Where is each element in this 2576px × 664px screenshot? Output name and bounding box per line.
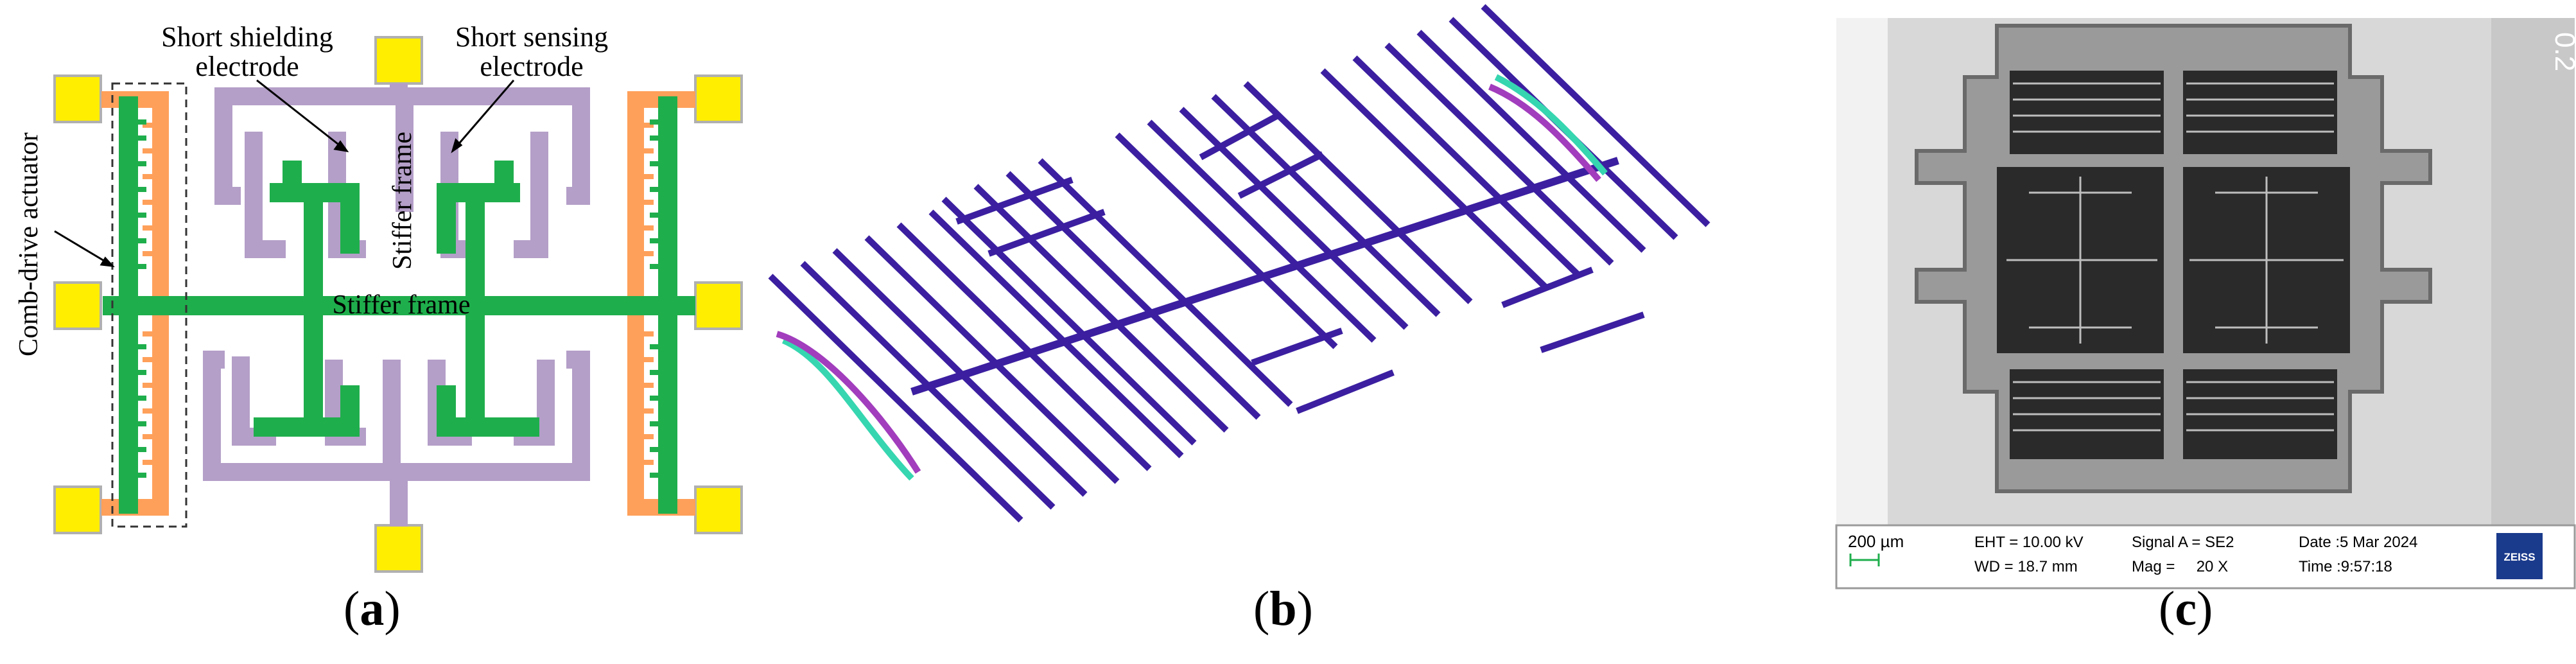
panel-b-mode-shape — [758, 0, 1823, 661]
anchor-pad-top-right — [694, 74, 743, 123]
caption-c: (c) — [2159, 582, 2213, 636]
anchor-pad-top-left — [53, 74, 102, 123]
panel-c-sem-image: 0.2 200 µm EHT = 10.00 kV WD = 18.7 mm S… — [1823, 0, 2576, 661]
anchor-pad-bottom-left — [53, 485, 102, 534]
schematic-drawing: Short shielding electrode Short sensing … — [14, 21, 743, 573]
sem-wd: WD = 18.7 mm — [1974, 558, 2078, 575]
sem-scale-bar — [1849, 554, 1880, 566]
anchor-pad-mid-left — [53, 281, 102, 330]
zeiss-logo-text: ZEISS — [2503, 551, 2535, 563]
anchor-pad-bottom-right — [694, 485, 743, 534]
label-stiffer-frame-vertical: Stiffer frame — [388, 132, 417, 270]
sem-info-bar: 200 µm EHT = 10.00 kV WD = 18.7 mm Signa… — [1835, 524, 2576, 590]
anchor-pads — [53, 36, 743, 573]
sem-eht: EHT = 10.00 kV — [1974, 534, 2084, 551]
sem-corner-text: 0.2 — [2549, 32, 2576, 71]
label-short-sensing-1: Short sensing — [455, 21, 608, 53]
sem-date: Date :5 Mar 2024 — [2299, 534, 2417, 551]
label-short-sensing-2: electrode — [480, 51, 583, 82]
sem-scale-label: 200 µm — [1848, 532, 1904, 551]
sem-time: Time :9:57:18 — [2299, 558, 2392, 575]
sem-mag: Mag = 20 X — [2132, 558, 2228, 575]
label-short-shielding-2: electrode — [195, 51, 299, 82]
actuator-fingers — [143, 123, 654, 465]
mode-shape-3d-render — [768, 4, 1710, 523]
panel-a-schematic: Short shielding electrode Short sensing … — [0, 0, 751, 661]
comb-drive-dashed-box — [111, 82, 187, 528]
label-comb-drive-actuator: Comb-drive actuator — [14, 132, 44, 356]
anchor-pad-top-center — [374, 36, 423, 85]
sem-micrograph: 0.2 200 µm EHT = 10.00 kV WD = 18.7 mm S… — [1835, 18, 2576, 590]
sem-signal: Signal A = SE2 — [2132, 534, 2234, 551]
zeiss-logo — [2496, 533, 2543, 579]
deformed-beams — [776, 74, 1608, 481]
label-stiffer-frame-horizontal: Stiffer frame — [333, 290, 471, 320]
caption-b: (b) — [1253, 582, 1313, 636]
annotation-arrows — [54, 79, 515, 267]
caption-c-letter: c — [2175, 582, 2197, 636]
beam-structure — [768, 4, 1710, 523]
label-short-shielding-1: Short shielding — [161, 21, 333, 53]
anchor-pad-bottom-center — [374, 524, 423, 573]
anchor-pad-mid-right — [694, 281, 743, 330]
caption-b-letter: b — [1269, 582, 1297, 636]
comb-fingers-green — [128, 119, 668, 478]
device-stripes — [2006, 82, 2344, 432]
caption-a-letter: a — [360, 582, 385, 636]
central-spine — [910, 157, 1619, 396]
caption-a: (a) — [344, 582, 401, 636]
